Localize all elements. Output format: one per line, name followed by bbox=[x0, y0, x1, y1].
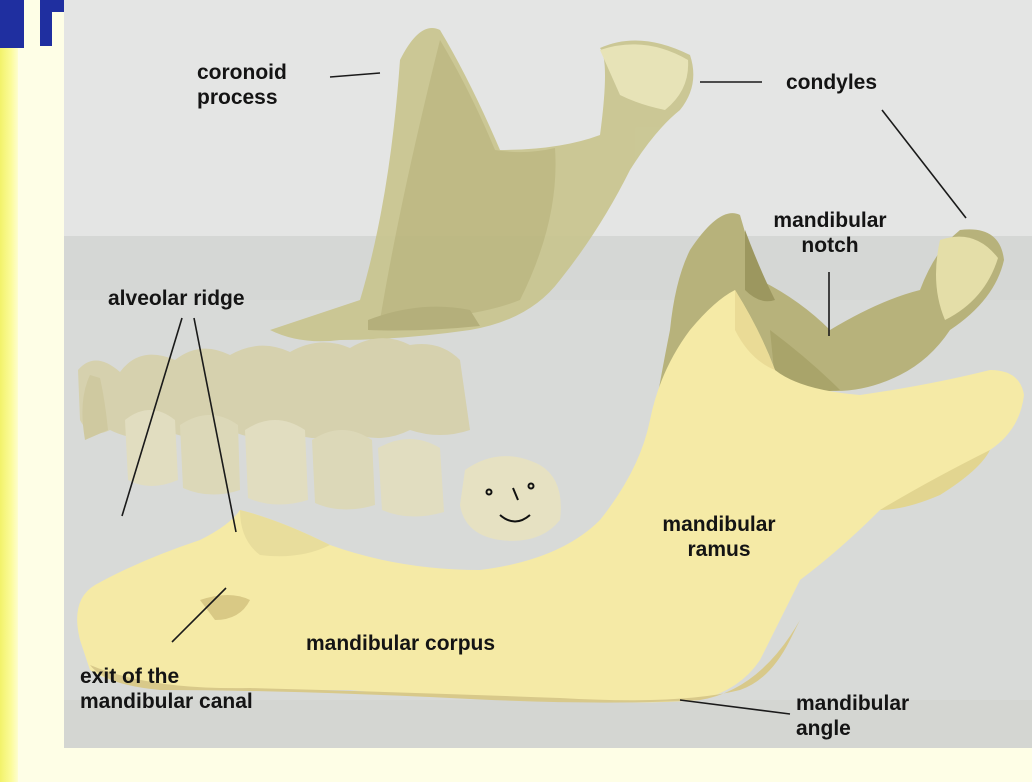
label-coronoid-process: coronoid process bbox=[197, 60, 287, 110]
label-ramus-line1: mandibular bbox=[646, 512, 792, 537]
label-angle-line2: angle bbox=[796, 716, 909, 741]
label-coronoid-line2: process bbox=[197, 85, 287, 110]
label-condyles: condyles bbox=[786, 70, 877, 95]
label-mandibular-angle: mandibular angle bbox=[796, 691, 909, 741]
slide-side-band bbox=[0, 0, 18, 782]
label-notch-line2: notch bbox=[762, 233, 898, 258]
label-exit-line1: exit of the bbox=[80, 664, 253, 689]
label-angle-line1: mandibular bbox=[796, 691, 909, 716]
label-notch-line1: mandibular bbox=[762, 208, 898, 233]
label-coronoid-line1: coronoid bbox=[197, 60, 287, 85]
label-ramus-line2: ramus bbox=[646, 537, 792, 562]
label-mandibular-ramus: mandibular ramus bbox=[646, 512, 792, 562]
label-mandibular-notch: mandibular notch bbox=[762, 208, 898, 258]
label-alveolar-ridge: alveolar ridge bbox=[108, 286, 245, 311]
label-exit-line2: mandibular canal bbox=[80, 689, 253, 714]
label-mandibular-corpus: mandibular corpus bbox=[306, 631, 495, 656]
mandible-illustration bbox=[64, 0, 1032, 748]
label-exit-of-canal: exit of the mandibular canal bbox=[80, 664, 253, 714]
